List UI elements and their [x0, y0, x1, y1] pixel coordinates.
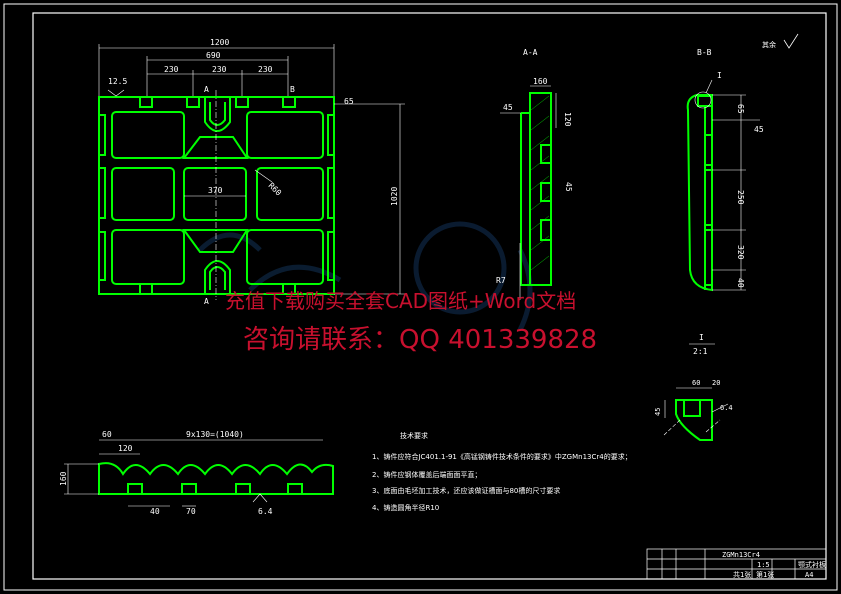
title-code: A4	[805, 571, 813, 579]
bottom-dim-slot-w: 70	[186, 507, 196, 516]
dim-window: 370	[208, 186, 223, 195]
section-aa-corner: R7	[496, 276, 506, 285]
dim-left: 230	[164, 65, 179, 74]
detail-roughness: 6.4	[720, 404, 733, 412]
title-sheet: 第1张	[756, 570, 774, 579]
detail-title: I	[699, 333, 704, 342]
watermark-logo	[198, 221, 533, 332]
bottom-dim-height: 160	[59, 471, 68, 486]
title-material: ZGMn13Cr4	[722, 551, 760, 559]
section-aa-width: 160	[533, 77, 548, 86]
section-bb-dim-2: 45	[754, 125, 764, 134]
bottom-dim-left: 60	[102, 430, 112, 439]
section-bb-dim-1: 65	[736, 104, 745, 114]
watermark-line-1: 充值下载购买全套CAD图纸+Word文档	[225, 289, 577, 313]
section-bb-title: B-B	[697, 48, 712, 57]
section-aa-title: A-A	[523, 48, 538, 57]
top-view-dims	[98, 44, 405, 300]
detail-dim-side: 20	[712, 379, 720, 387]
section-mark-a-bottom: A	[204, 297, 209, 306]
section-mark-b: B	[290, 85, 295, 94]
bottom-dim-slot: 40	[150, 507, 160, 516]
detail-i	[675, 399, 713, 441]
tech-item-2: 2、铸件应钢体覆盖后端面面平直；	[372, 470, 481, 479]
surface-symbol	[783, 33, 799, 49]
section-aa-left: 45	[503, 103, 513, 112]
detail-scale: 2:1	[693, 347, 708, 356]
section-bb-dim-5: 40	[736, 278, 745, 288]
dim-inner: 690	[206, 51, 221, 60]
detail-dim-left: 45	[654, 408, 662, 416]
tech-item-4: 4、铸造圆角半径R10	[372, 503, 439, 512]
section-bb-dim-4: 320	[736, 245, 745, 260]
section-aa-side: 45	[564, 182, 573, 192]
title-name: 颚式衬板	[798, 560, 826, 569]
dim-height: 1020	[390, 187, 399, 206]
tech-title: 技术要求	[400, 431, 428, 440]
section-aa-top: 120	[563, 112, 572, 127]
plate-outline	[98, 96, 335, 295]
detail-dim-top: 60	[692, 379, 700, 387]
bottom-view	[98, 462, 334, 495]
section-bb-dim-3: 250	[736, 190, 745, 205]
bottom-roughness: 6.4	[258, 507, 273, 516]
section-aa	[520, 92, 552, 286]
tech-item-1: 1、铸件应符合JC401.1-91《高锰钢铸件技术条件的要求》中ZGMn13Cr…	[372, 452, 632, 461]
roughness-top: 12.5	[108, 77, 127, 86]
detail-ref-label: I	[717, 71, 722, 80]
dim-right-offset: 65	[344, 97, 354, 106]
top-view	[98, 96, 335, 295]
section-bb	[686, 94, 713, 292]
section-mark-a-top: A	[204, 85, 209, 94]
title-scale: 1:5	[757, 561, 770, 569]
watermark-line-2: 咨询请联系：QQ 401339828	[243, 325, 598, 355]
dim-right: 230	[258, 65, 273, 74]
title-block	[646, 548, 827, 580]
surface-note: 其余	[762, 40, 776, 49]
title-total: 共1张	[733, 570, 751, 579]
dim-radius: R60	[267, 181, 284, 198]
outer-frame	[3, 3, 838, 591]
bottom-dim-total: 9x130=(1040)	[186, 430, 244, 439]
bottom-dim-pitch: 120	[118, 444, 133, 453]
dim-mid: 230	[212, 65, 227, 74]
dim-total: 1200	[210, 38, 229, 47]
tech-item-3: 3、底面由毛坯加工技术，还应该做证槽面与80槽的尺寸要求	[372, 486, 560, 495]
inner-frame	[32, 12, 827, 580]
